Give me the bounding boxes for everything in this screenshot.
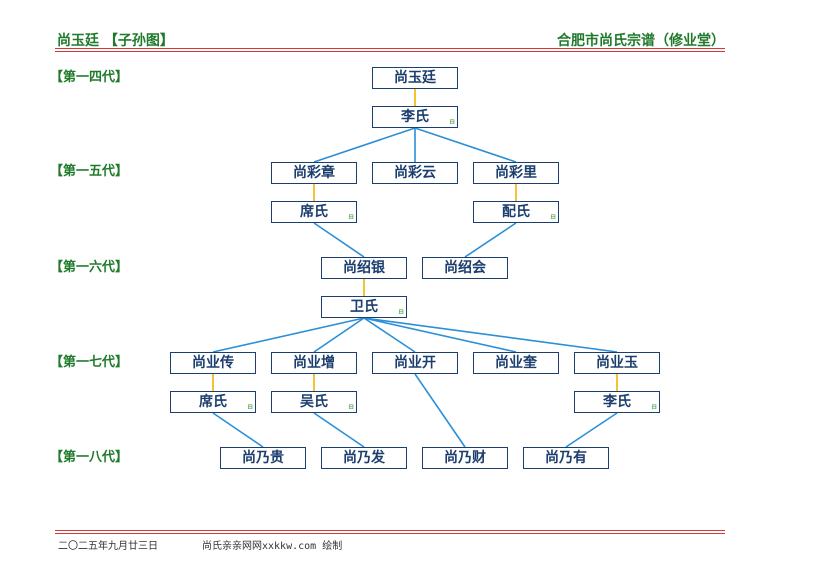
descent-line [414, 373, 466, 448]
node-label: 尚彩云 [394, 165, 436, 181]
person-node-naiyou[interactable]: 尚乃有 [523, 447, 609, 469]
person-node-yeyu[interactable]: 尚业玉 [574, 352, 660, 374]
node-label: 尚绍银 [343, 260, 385, 276]
descent-line [212, 317, 365, 353]
spouse-node-wei[interactable]: 卫氏 ⊟ [321, 296, 407, 318]
node-label: 尚乃财 [444, 450, 486, 466]
person-node-shaoyin[interactable]: 尚绍银 [321, 257, 407, 279]
generation-label-16: 【第一六代】 [50, 260, 129, 275]
person-node-yekui[interactable]: 尚业奎 [473, 352, 559, 374]
node-label: 尚彩章 [293, 165, 335, 181]
node-label: 尚绍会 [444, 260, 486, 276]
generation-label-15: 【第一五代】 [50, 164, 129, 179]
spouse-node-xi2[interactable]: 席氏 ⊟ [170, 391, 256, 413]
generation-label-18: 【第一八代】 [50, 450, 129, 465]
spouse-node-wu[interactable]: 吴氏 ⊟ [271, 391, 357, 413]
node-label: 尚业开 [394, 355, 436, 371]
person-node-naigui[interactable]: 尚乃贵 [220, 447, 306, 469]
node-label: 席氏 [300, 204, 328, 220]
node-label: 尚业增 [293, 355, 335, 371]
descent-line [464, 222, 517, 258]
node-label: 尚业玉 [596, 355, 638, 371]
node-label: 李氏 [603, 394, 631, 410]
bottom-rule [55, 530, 725, 531]
person-node-naicai[interactable]: 尚乃财 [422, 447, 508, 469]
descent-line [363, 317, 618, 353]
descent-line [414, 127, 517, 163]
descent-line [363, 317, 517, 353]
generation-label-17: 【第一七代】 [50, 355, 129, 370]
spouse-node-li2[interactable]: 李氏 ⊟ [574, 391, 660, 413]
spouse-mark-icon: ⊟ [449, 118, 455, 126]
person-node-caizhang[interactable]: 尚彩章 [271, 162, 357, 184]
descent-line [313, 127, 416, 163]
bottom-rule-2 [55, 533, 725, 534]
node-label: 李氏 [401, 109, 429, 125]
person-node-yuting[interactable]: 尚玉廷 [372, 67, 458, 89]
node-label: 尚业传 [192, 355, 234, 371]
top-rule [55, 48, 725, 49]
person-node-shaohui[interactable]: 尚绍会 [422, 257, 508, 279]
spouse-mark-icon: ⊟ [550, 213, 556, 221]
footer-date: 二〇二五年九月廿三日 [58, 541, 158, 552]
spouse-node-xi1[interactable]: 席氏 ⊟ [271, 201, 357, 223]
spouse-mark-icon: ⊟ [651, 403, 657, 411]
spouse-mark-icon: ⊟ [398, 308, 404, 316]
spouse-mark-icon: ⊟ [247, 403, 253, 411]
person-node-naifa[interactable]: 尚乃发 [321, 447, 407, 469]
node-label: 席氏 [199, 394, 227, 410]
footer-credit: 尚氏亲亲网网xxkkw.com 绘制 [202, 541, 343, 552]
node-label: 尚彩里 [495, 165, 537, 181]
descent-line [565, 412, 618, 448]
person-node-yezeng[interactable]: 尚业增 [271, 352, 357, 374]
descent-line [313, 317, 365, 353]
node-label: 尚乃贵 [242, 450, 284, 466]
node-label: 配氏 [502, 204, 530, 220]
node-label: 吴氏 [300, 394, 328, 410]
node-label: 尚业奎 [495, 355, 537, 371]
descent-line [313, 412, 365, 448]
spouse-node-li1[interactable]: 李氏 ⊟ [372, 106, 458, 128]
node-label: 尚乃有 [545, 450, 587, 466]
descent-line [313, 222, 365, 258]
descent-line [212, 412, 264, 448]
node-label: 卫氏 [350, 299, 378, 315]
person-node-caiyun[interactable]: 尚彩云 [372, 162, 458, 184]
descent-line [363, 317, 416, 353]
person-node-yechuan[interactable]: 尚业传 [170, 352, 256, 374]
generation-label-14: 【第一四代】 [50, 70, 129, 85]
person-node-yekai[interactable]: 尚业开 [372, 352, 458, 374]
node-label: 尚乃发 [343, 450, 385, 466]
spouse-node-pei[interactable]: 配氏 ⊟ [473, 201, 559, 223]
genealogy-title: 合肥市尚氏宗谱（修业堂） [557, 33, 725, 49]
person-node-caili[interactable]: 尚彩里 [473, 162, 559, 184]
node-label: 尚玉廷 [394, 70, 436, 86]
spouse-mark-icon: ⊟ [348, 213, 354, 221]
top-rule-2 [55, 51, 725, 52]
spouse-mark-icon: ⊟ [348, 403, 354, 411]
page-title: 尚玉廷 【子孙图】 [57, 33, 174, 49]
